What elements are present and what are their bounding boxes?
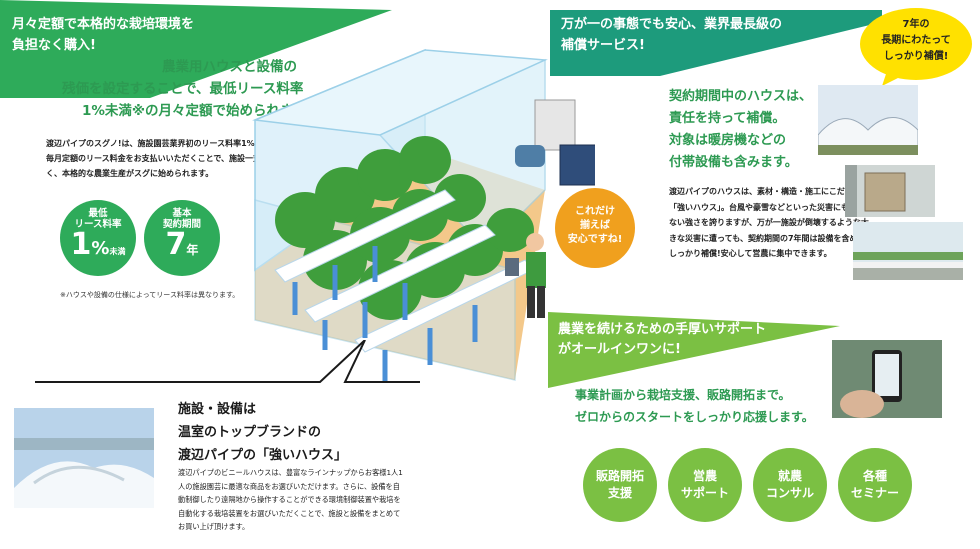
photo-image <box>818 85 918 155</box>
term-value: 7 <box>165 227 187 262</box>
top-left-body: 渡辺パイプのスグノ!は、施設園芸業界初のリース料率1%未満の残価設定リースです。… <box>46 139 358 178</box>
snow-greenhouse-photo <box>14 408 154 508</box>
interior-photo <box>853 222 963 280</box>
service-label: セミナー <box>850 486 899 500</box>
bottom-right-banner-text: 農業を続けるための手厚いサポート がオールインワンに! <box>558 320 766 360</box>
rate-value: 1 <box>70 227 92 262</box>
lead-line: ゼロからのスタートをしっかり応援します。 <box>575 410 814 424</box>
reassurance-bubble: これだけ 揃えば 安心ですね! <box>555 188 635 268</box>
photo-image <box>853 222 963 280</box>
greenhouse-illustration <box>215 20 595 400</box>
circle-label: 基本 <box>172 208 192 219</box>
top-right-banner-text: 万が一の事態でも安心、業界最長級の 補償サービス! <box>561 14 782 56</box>
top-right-body: 渡辺パイプのハウスは、素材・構造・施工にこだわった「強いハウス」。台風や豪雪など… <box>669 187 869 258</box>
banner-line: 負担なく購入! <box>12 38 96 53</box>
contract-term-circle: 基本 契約期間 7年 <box>144 200 220 276</box>
bottom-left-heading: 施設・設備は 温室のトップブランドの 渡辺パイプの「強いハウス」 <box>178 398 347 467</box>
lead-line: 責任を持って補償。 <box>669 111 786 126</box>
banner-shape <box>0 0 392 98</box>
lead-line: 農業用ハウスと設備の <box>162 59 297 75</box>
service-label: 就農 <box>777 469 802 483</box>
bubble-line: しっかり補償! <box>883 51 949 62</box>
min-rate-circle: 最低 リース料率 1%未満 <box>60 200 136 276</box>
banner-line: 補償サービス! <box>561 38 645 53</box>
guarantee-bubble <box>858 6 974 86</box>
circle-label: 契約期間 <box>162 219 201 230</box>
rate-unit: % <box>91 238 110 259</box>
greenhouse-drawing <box>252 48 595 382</box>
photo-image <box>845 165 935 217</box>
heading-line: 温室のトップブランドの <box>178 425 322 440</box>
lead-line: 残価を設定することで、最低リース料率 <box>62 81 304 97</box>
service-seminars: 各種 セミナー <box>838 448 912 522</box>
lead-line: 契約期間中のハウスは、 <box>669 89 813 104</box>
bubble-shape <box>860 8 972 86</box>
term-unit: 年 <box>186 243 199 257</box>
bubble-line: これだけ <box>575 206 615 217</box>
guarantee-bubble-text: 7年の 長期にわたって しっかり補償! <box>866 17 966 65</box>
service-label: サポート <box>680 486 729 500</box>
heater-photo <box>845 165 935 217</box>
bubble-line: 7年の <box>902 19 930 30</box>
lead-line: 付帯設備も含みます。 <box>669 155 798 170</box>
photo-image <box>832 340 942 418</box>
callout-shape <box>35 340 420 383</box>
service-label: 支援 <box>607 486 632 500</box>
banner-line: 月々定額で本格的な栽培環境を <box>12 17 195 32</box>
top-left-lead: 農業用ハウスと設備の 残価を設定することで、最低リース料率 1%未満※の月々定額… <box>62 56 362 122</box>
heading-line: 渡辺パイプの「強いハウス」 <box>178 448 348 463</box>
lead-line: 対象は暖房機などの <box>669 133 787 148</box>
lead-line: 事業計画から栽培支援、販路開拓まで。 <box>575 388 791 402</box>
banner-shape <box>550 10 882 76</box>
circle-label: 最低 <box>88 208 108 219</box>
bubble-line: 長期にわたって <box>881 35 951 46</box>
bubble-line: 安心ですね! <box>567 234 623 245</box>
banner-line: 農業を続けるための手厚いサポート <box>558 322 767 337</box>
top-right-banner <box>550 10 882 76</box>
bottom-right-lead: 事業計画から栽培支援、販路開拓まで。 ゼロからのスタートをしっかり応援します。 <box>575 384 814 428</box>
service-consulting: 就農 コンサル <box>753 448 827 522</box>
service-sales-channel: 販路開拓 支援 <box>583 448 657 522</box>
banner-shape <box>548 312 840 388</box>
rate-suffix: 未満 <box>109 247 126 256</box>
top-left-banner <box>0 0 392 98</box>
bubble-line: 揃えば <box>580 220 610 231</box>
bottom-left-body: 渡辺パイプのビニールハウスは、豊富なラインナップからお客様1人1人の施設園芸に最… <box>178 468 403 531</box>
banner-line: がオールインワンに! <box>558 342 681 357</box>
heading-line: 施設・設備は <box>178 402 257 417</box>
service-farming-support: 営農 サポート <box>668 448 742 522</box>
service-label: コンサル <box>765 486 814 500</box>
bottom-right-banner <box>548 312 840 388</box>
circle-label: リース料率 <box>74 219 122 230</box>
callout-box <box>0 340 420 549</box>
service-label: 各種 <box>862 469 887 483</box>
banner-line: 万が一の事態でも安心、業界最長級の <box>561 17 783 32</box>
service-label: 営農 <box>692 469 717 483</box>
lead-line: 1%未満※の月々定額で始められます。 <box>82 103 320 119</box>
smartphone-photo <box>832 340 942 418</box>
greenhouse-exterior-photo <box>818 85 918 155</box>
rate-footnote: ※ハウスや設備の仕様によってリース料率は異なります。 <box>60 291 240 299</box>
service-label: 販路開拓 <box>595 469 644 483</box>
top-left-banner-text: 月々定額で本格的な栽培環境を 負担なく購入! <box>12 14 312 56</box>
top-right-lead: 契約期間中のハウスは、 責任を持って補償。 対象は暖房機などの 付帯設備も含みま… <box>669 86 839 174</box>
photo-image <box>14 408 154 508</box>
